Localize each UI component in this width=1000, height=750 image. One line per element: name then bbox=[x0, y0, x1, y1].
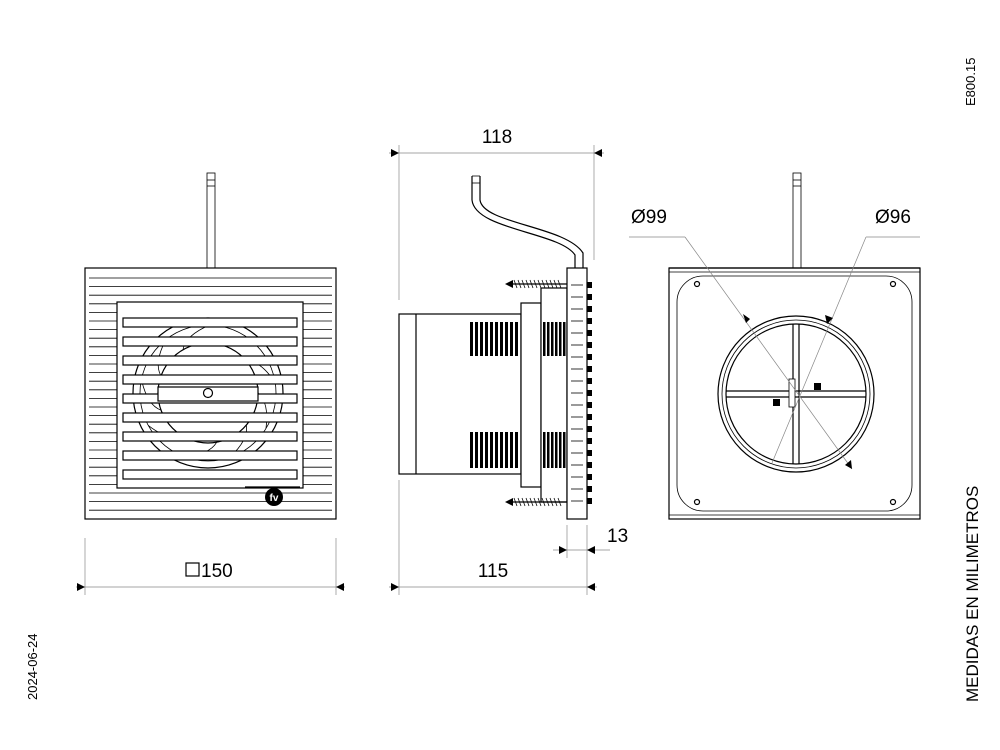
inner-diameter-label: Ø96 bbox=[875, 207, 911, 228]
inner-diameter-leader: Ø96 bbox=[771, 207, 920, 464]
drawing-date: 2024-06-24 bbox=[25, 634, 40, 701]
grille-thickness-label: 13 bbox=[607, 526, 628, 547]
front-view: fv bbox=[84, 172, 337, 520]
side-screws bbox=[505, 279, 567, 507]
outer-diameter-label: Ø99 bbox=[631, 207, 667, 228]
rear-shutter-flaps bbox=[726, 324, 866, 464]
rear-cable bbox=[792, 172, 802, 270]
front-cable bbox=[206, 172, 216, 270]
drawing-code: E800.15 bbox=[963, 58, 978, 106]
body-depth-label: 115 bbox=[478, 561, 508, 582]
rear-view: Ø99 Ø96 bbox=[629, 172, 921, 520]
units-note: MEDIDAS EN MILIMETROS bbox=[963, 486, 982, 702]
overall-depth-dimension: 118 bbox=[389, 127, 604, 300]
grille-thickness-dimension: 13 bbox=[553, 525, 628, 558]
square-symbol-icon bbox=[185, 562, 200, 577]
front-width-label: 150 bbox=[201, 561, 233, 582]
side-grille-plate bbox=[566, 267, 588, 520]
outer-diameter-leader: Ø99 bbox=[629, 207, 853, 470]
brand-logo-text: fv bbox=[270, 493, 279, 504]
overall-depth-label: 118 bbox=[482, 127, 512, 148]
side-grille-teeth bbox=[571, 282, 592, 504]
side-view bbox=[398, 175, 592, 520]
side-cooling-fins bbox=[470, 322, 566, 468]
rear-spigot-outer bbox=[717, 315, 875, 473]
front-hub-screw bbox=[202, 387, 214, 399]
body-depth-dimension: 115 bbox=[389, 480, 597, 595]
front-width-dimension: 150 bbox=[76, 538, 345, 595]
brand-logo: fv bbox=[265, 488, 283, 506]
rear-mounting-holes bbox=[693, 280, 897, 506]
